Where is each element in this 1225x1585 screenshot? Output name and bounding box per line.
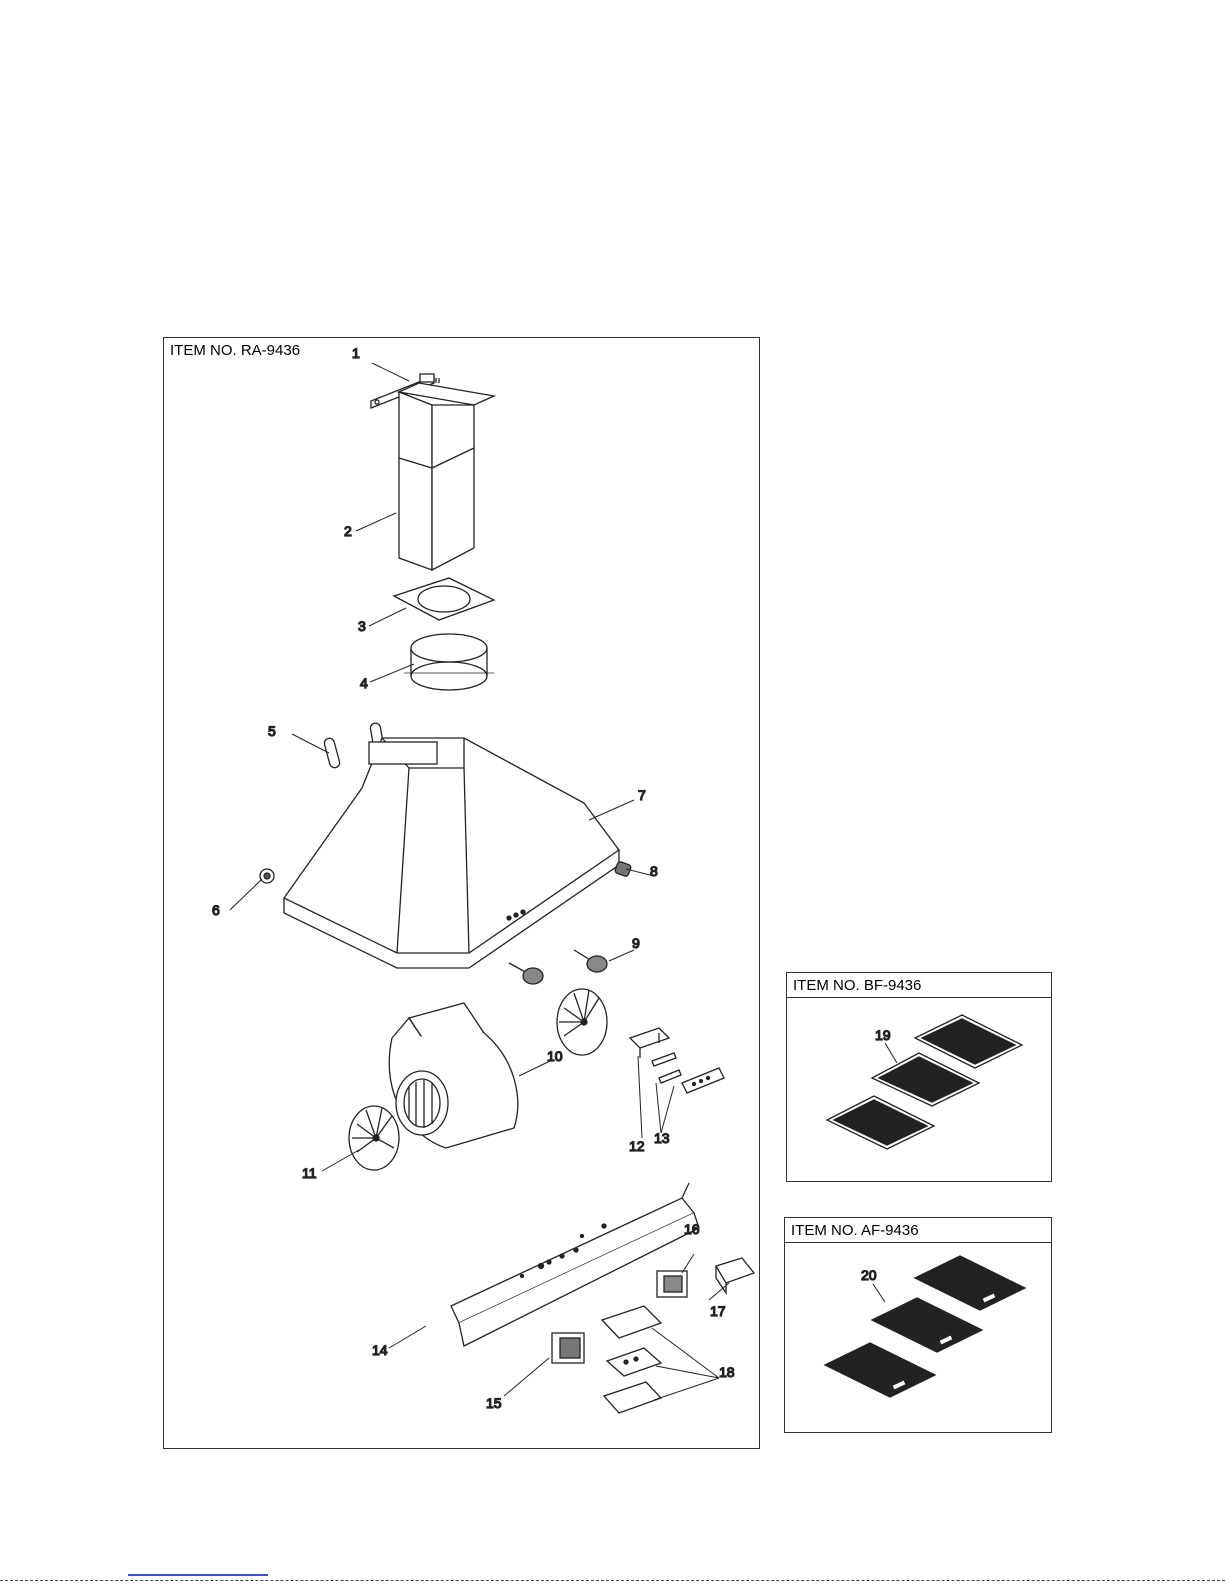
part-6-knob [260, 869, 274, 883]
part-4-duct-collar [404, 634, 494, 690]
footer-link-underline[interactable] [128, 1574, 268, 1576]
part-3-duct-plate [394, 578, 494, 620]
part-15-transformer [552, 1333, 584, 1363]
part-14-front-panel [451, 1183, 699, 1346]
callout-12: 12 [629, 1138, 645, 1154]
part-7-hood-canopy [284, 738, 619, 968]
callout-15: 15 [486, 1395, 502, 1411]
part-13-light-sockets [652, 1053, 724, 1093]
part-11-impeller-disc [349, 1106, 399, 1170]
part-16-component [657, 1271, 687, 1297]
callout-4: 4 [360, 675, 368, 691]
bf-filter-box: ITEM NO. BF-9436 19 [786, 972, 1052, 1182]
part-10-blower [389, 1003, 518, 1148]
callout-6: 6 [212, 902, 220, 918]
hood-exploded-diagram: 1 2 3 4 5 6 7 8 9 10 11 12 13 14 15 16 1… [164, 338, 761, 1450]
callout-14: 14 [372, 1342, 388, 1358]
page-footer-dashed-line [0, 1580, 1225, 1581]
callout-9: 9 [632, 935, 640, 951]
callout-19: 19 [875, 1027, 891, 1043]
callout-1: 1 [352, 345, 360, 361]
callout-8: 8 [650, 863, 658, 879]
callout-3: 3 [358, 618, 366, 634]
callout-10: 10 [547, 1048, 563, 1064]
baffle-filters-diagram: 19 [787, 973, 1053, 1183]
af-filter-panel-1 [915, 1256, 1025, 1310]
callout-7: 7 [638, 787, 646, 803]
part-12-bracket [630, 1028, 669, 1058]
callout-11: 11 [302, 1165, 317, 1181]
main-parts-box: ITEM NO. RA-9436 [163, 337, 760, 1449]
af-filter-box: ITEM NO. AF-9436 20 [784, 1217, 1052, 1433]
part-2-chimney [399, 378, 494, 570]
part-17-junction-box [716, 1258, 754, 1293]
callout-5: 5 [268, 723, 276, 739]
bf-filter-panel-3 [827, 1096, 934, 1149]
callout-13: 13 [654, 1130, 670, 1146]
aluminum-filters-diagram: 20 [785, 1218, 1053, 1434]
callout-16: 16 [684, 1221, 700, 1237]
part-9-control-knobs [509, 950, 607, 984]
callout-18: 18 [719, 1364, 735, 1380]
part-impeller-disc-top [557, 989, 607, 1055]
af-filter-panel-3 [825, 1343, 935, 1397]
callout-2: 2 [344, 523, 352, 539]
callout-20: 20 [861, 1267, 877, 1283]
af-filter-panel-2 [872, 1298, 982, 1352]
callout-17: 17 [710, 1303, 726, 1319]
part-18-control-board [602, 1306, 661, 1413]
part-8-switch [614, 861, 631, 877]
